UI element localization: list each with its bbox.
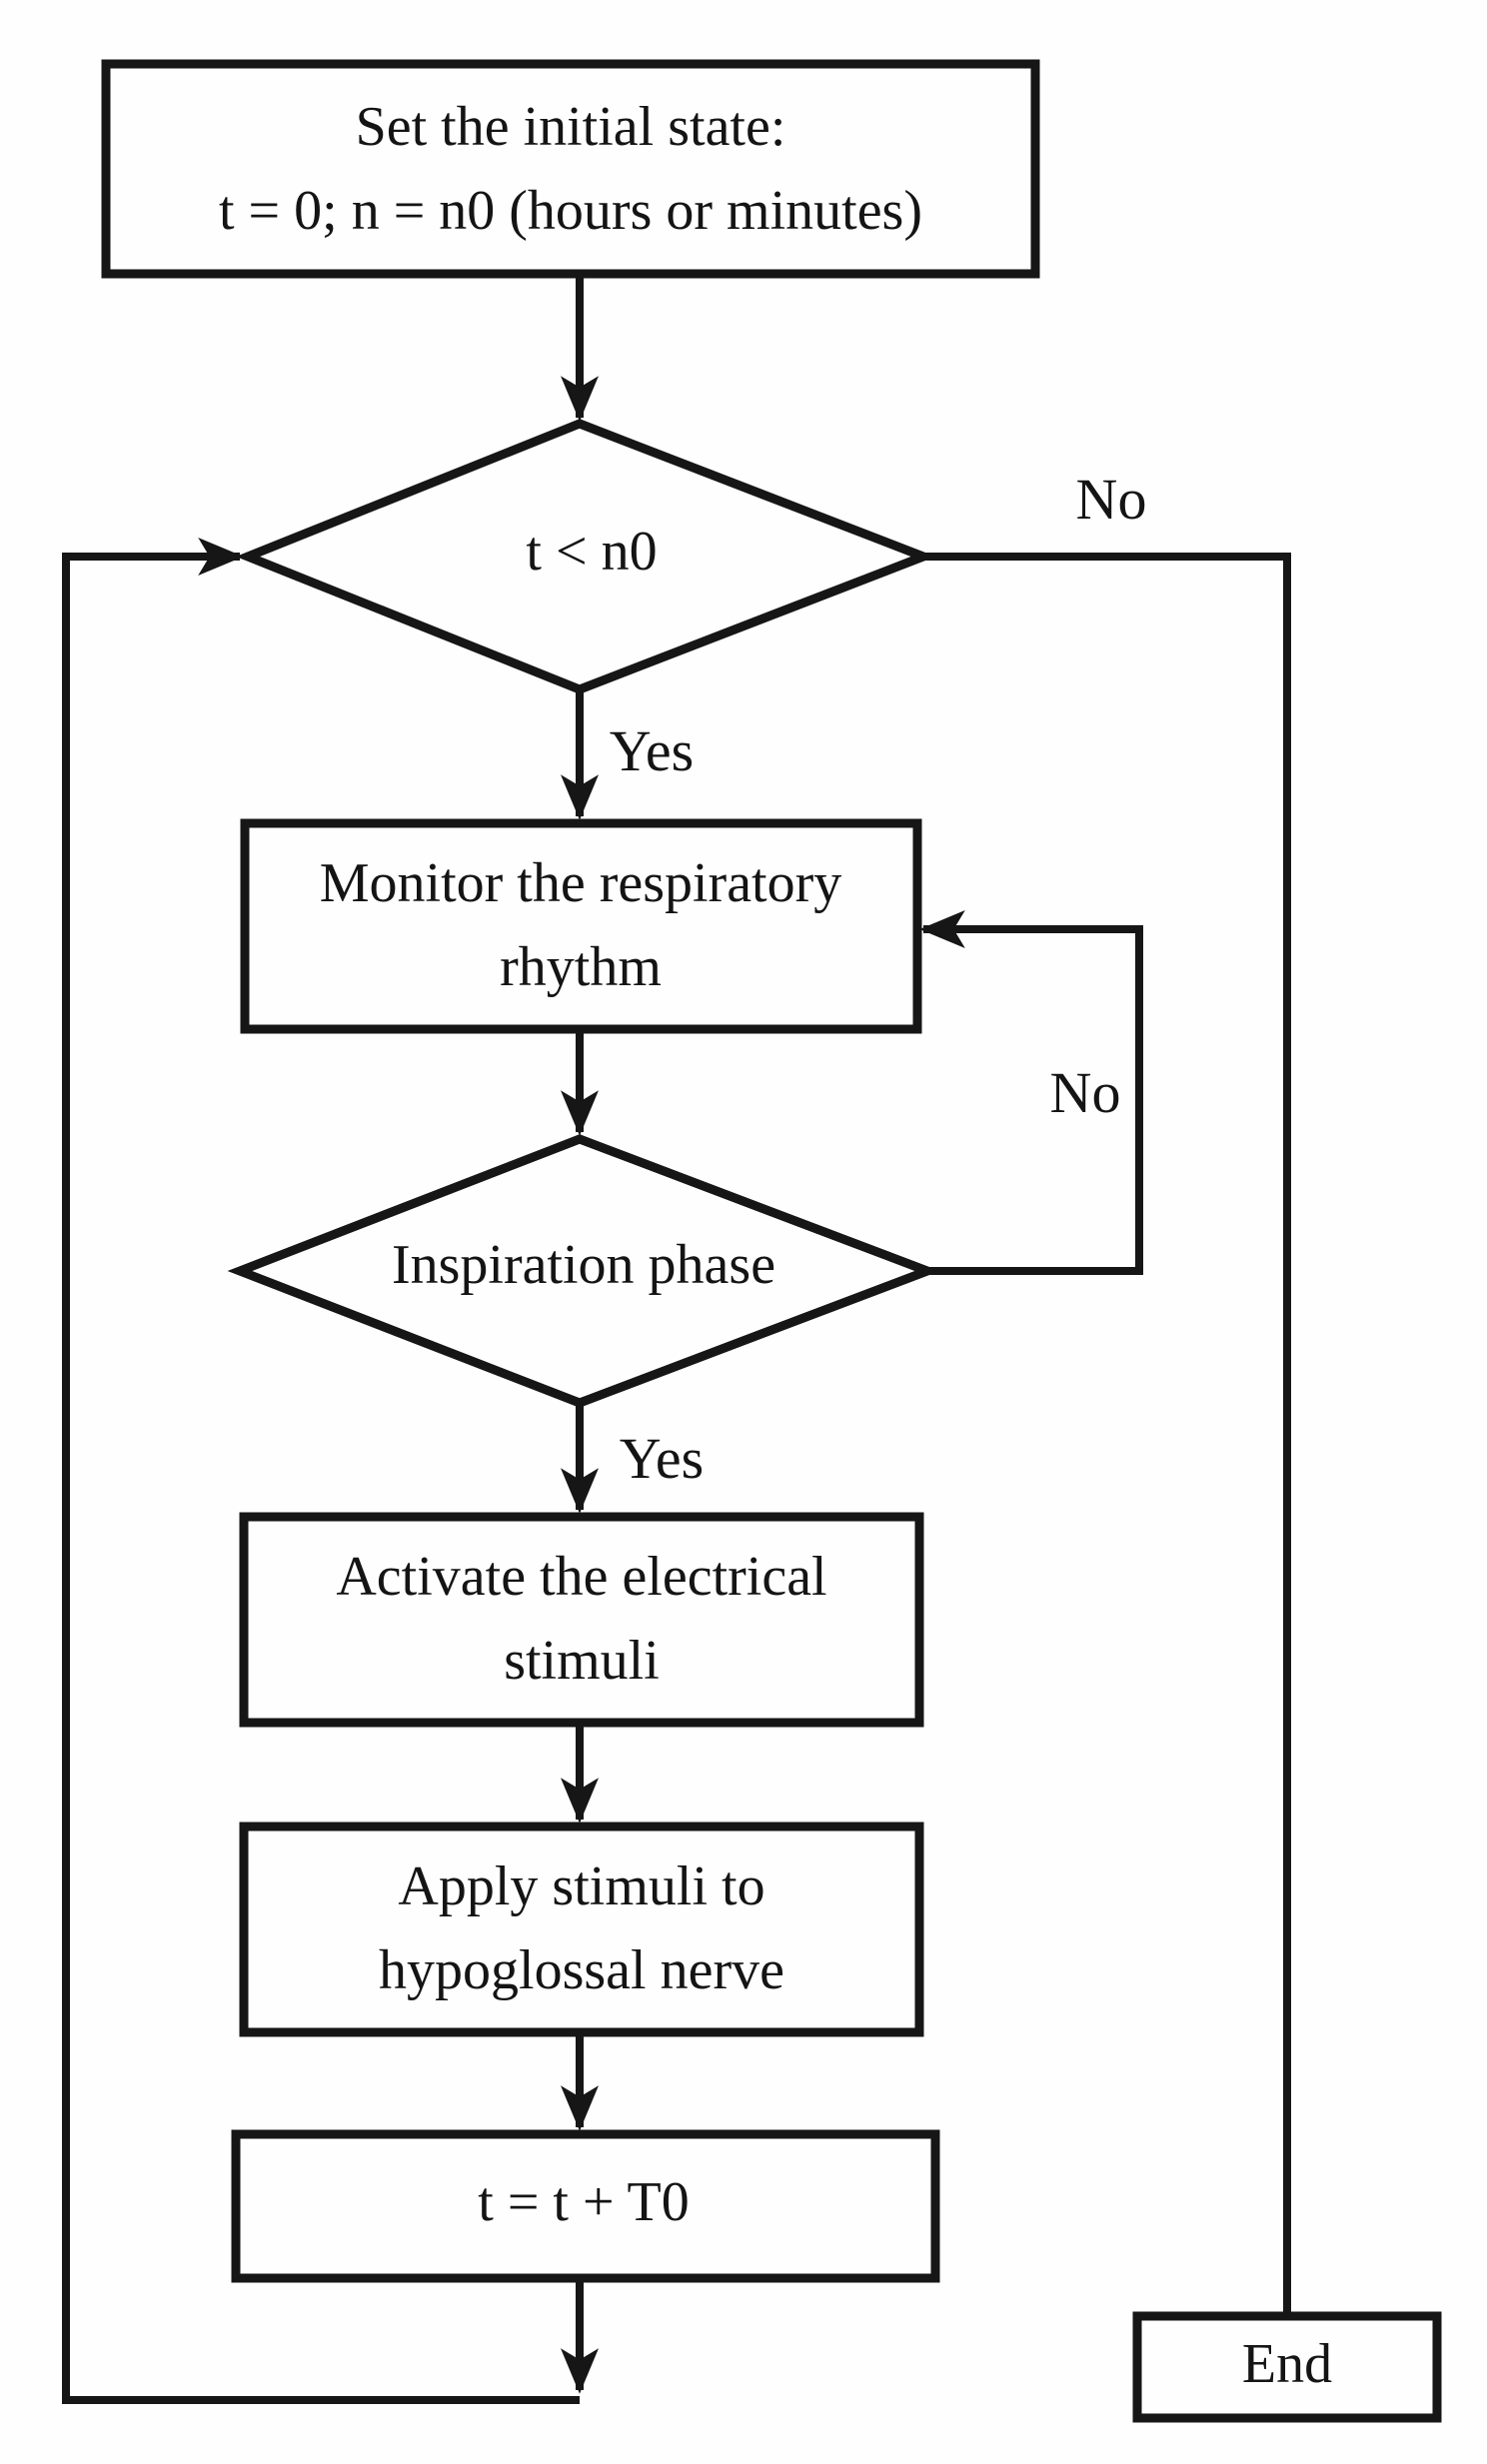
start-box-shape <box>101 59 1040 279</box>
apply-box-shape <box>239 1822 924 2037</box>
activate-label: Activate the electrical stimuli <box>336 1546 827 1692</box>
connector-decision1-no-to-end <box>923 553 1291 2316</box>
decision2-diamond-shape <box>227 1134 940 1408</box>
edge-label-inner-yes: Yes <box>619 1426 705 1491</box>
increment-box-shape <box>231 2129 940 2283</box>
end-box-shape <box>1132 2311 1442 2423</box>
edge-label-inner-no: No <box>1049 1060 1121 1125</box>
start-label: Set the initial state: t = 0; n = n0 (ho… <box>219 96 922 242</box>
edge-label-outer-no: No <box>1075 467 1147 532</box>
activate-box-shape <box>239 1512 924 1728</box>
monitor-label: Monitor the respiratory rhythm <box>319 852 842 998</box>
decision1-label: t < n0 <box>526 521 658 583</box>
connector-loop-back-to-decision1 <box>62 538 580 2404</box>
end-label: End <box>1241 2333 1333 2395</box>
increment-label: t = t + T0 <box>478 2171 690 2233</box>
edge-label-outer-yes: Yes <box>609 718 695 783</box>
connector-decision2-no-to-monitor <box>919 910 1143 1275</box>
decision1-diamond-shape <box>235 419 936 694</box>
decision2-label: Inspiration phase <box>391 1234 776 1296</box>
apply-label: Apply stimuli to hypoglossal nerve <box>379 1855 784 2001</box>
monitor-box-shape <box>240 818 922 1034</box>
